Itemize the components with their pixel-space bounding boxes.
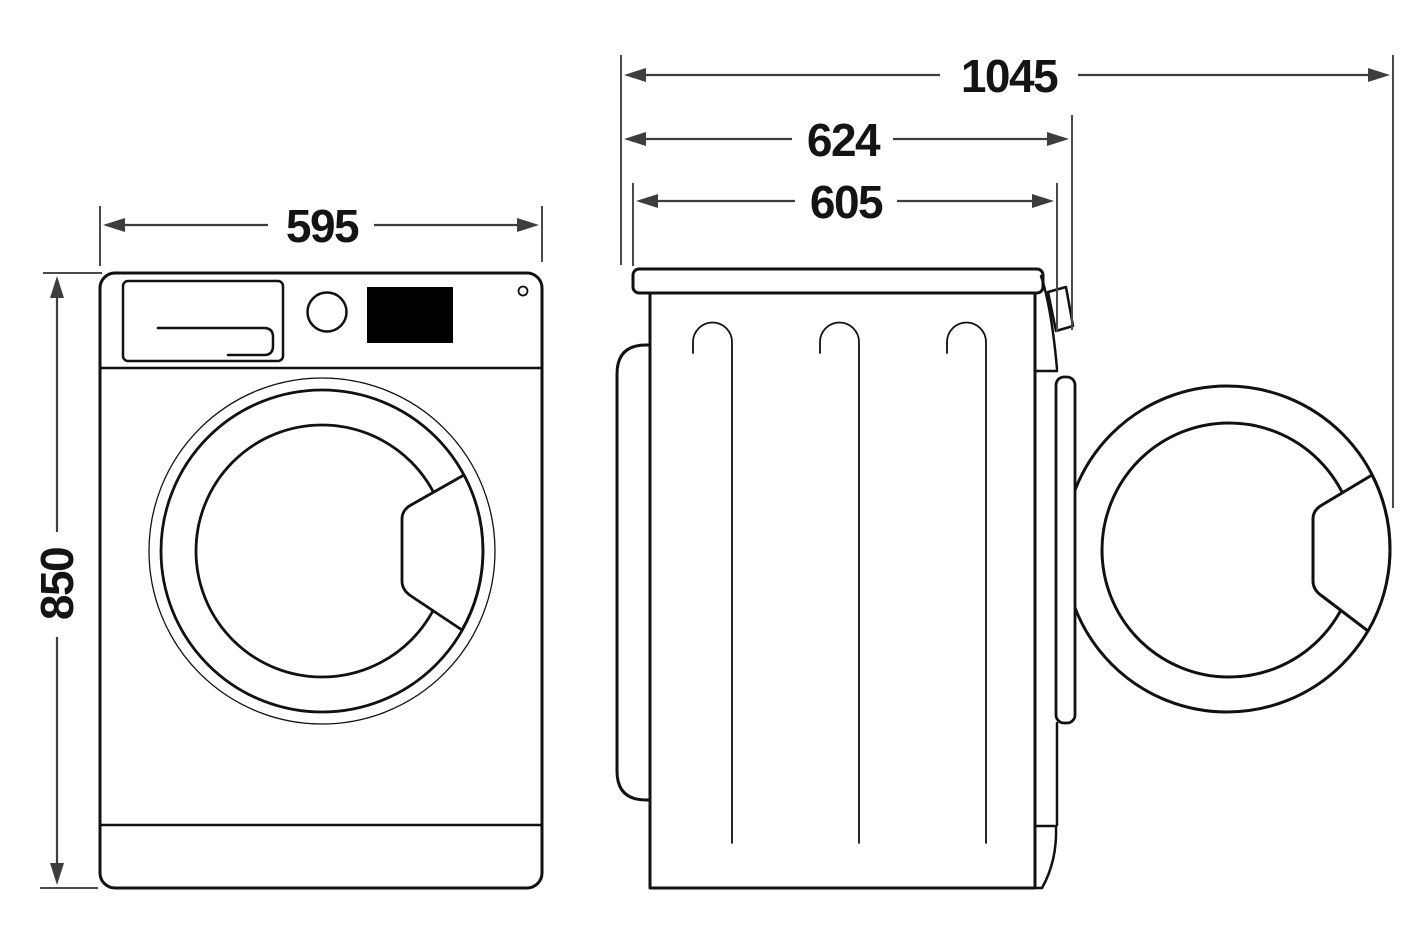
- dim-label-depth-door-open: 1045: [961, 50, 1058, 102]
- kickplate-taper: [1033, 824, 1058, 890]
- arrowhead-left-icon: [636, 194, 658, 208]
- top-lid: [631, 267, 1045, 295]
- program-knob: [306, 291, 348, 333]
- arrowhead-right-icon: [517, 218, 539, 232]
- front-body-outline: [98, 271, 544, 890]
- dim-label-depth-body: 605: [810, 176, 883, 228]
- dim-label-front-width: 595: [286, 200, 359, 252]
- arrowhead-right-icon: [1368, 68, 1390, 82]
- front-edge-curve: [1039, 274, 1059, 371]
- dim-label-depth-overall: 624: [807, 114, 881, 166]
- open-door-handle-recess: [1311, 473, 1392, 633]
- rear-bulge: [615, 343, 650, 802]
- dimension-front-height: 850: [31, 272, 102, 889]
- front-view: [98, 271, 544, 890]
- power-led: [517, 285, 529, 297]
- dimension-depth-overall: 624: [624, 114, 1073, 330]
- arrowhead-right-icon: [1032, 194, 1054, 208]
- side-view: [615, 267, 1392, 890]
- door-handle-recess: [400, 473, 485, 632]
- dimension-depth-door-open: 1045: [620, 50, 1394, 508]
- arrowhead-left-icon: [103, 218, 125, 232]
- dimension-front-width: 595: [99, 200, 543, 266]
- display-panel: [367, 287, 453, 343]
- side-panel-rib-2: [819, 321, 860, 844]
- arrowhead-left-icon: [624, 68, 646, 82]
- arrowhead-down-icon: [50, 863, 64, 885]
- door-outer-ring: [148, 377, 496, 725]
- side-panel-rib-3: [946, 321, 987, 844]
- dim-label-front-height: 850: [31, 548, 83, 620]
- dimension-depth-body: 605: [632, 176, 1058, 332]
- arrowhead-up-icon: [50, 276, 64, 298]
- drawer-handle-groove: [156, 326, 275, 357]
- open-door-edge-panel: [1054, 375, 1077, 725]
- arrowhead-left-icon: [624, 132, 646, 146]
- side-body-outline: [648, 291, 1037, 890]
- side-panel-rib-1: [692, 321, 733, 844]
- arrowhead-right-icon: [1047, 132, 1069, 146]
- detergent-drawer: [121, 279, 285, 363]
